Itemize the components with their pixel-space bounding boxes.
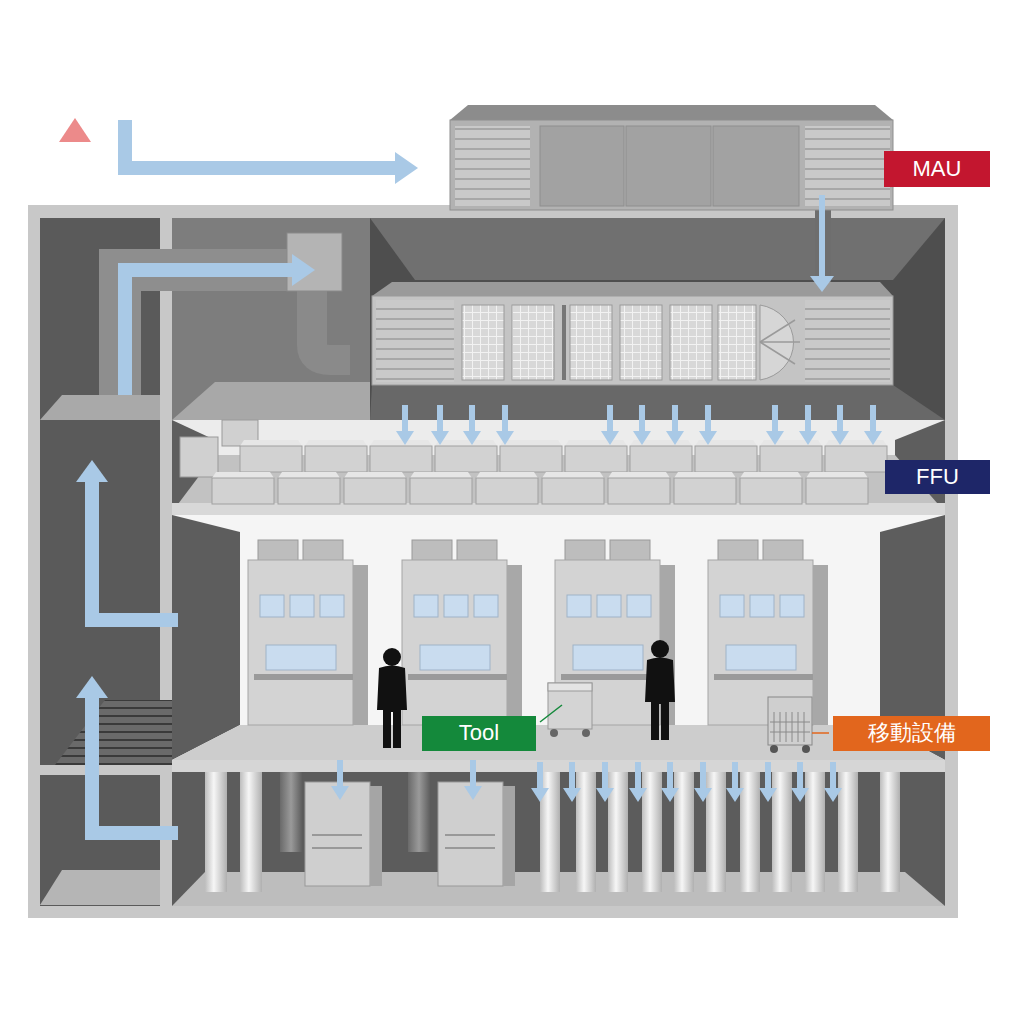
side-wall <box>172 515 240 760</box>
airflow-arrows <box>59 118 882 833</box>
floor-grating <box>55 700 175 765</box>
label-text: MAU <box>913 157 962 181</box>
air-handling-unit <box>372 282 893 385</box>
raised-floor <box>172 725 945 760</box>
plenum-floor <box>370 385 945 420</box>
shaft-slab <box>40 765 160 775</box>
label-text: 移動設備 <box>868 721 956 745</box>
person <box>377 648 407 748</box>
leader-line <box>812 732 829 734</box>
ffu-level <box>172 420 945 512</box>
plenum-ceiling <box>370 218 945 280</box>
mobile-equipment <box>768 697 812 753</box>
shaft-slab <box>40 395 160 420</box>
ffu-array <box>212 440 887 504</box>
cleanroom <box>172 515 945 760</box>
return-duct <box>120 270 300 395</box>
ceiling-slab <box>172 503 945 515</box>
callout-label: FFU <box>885 460 990 494</box>
label-text: FFU <box>916 465 959 489</box>
process-tools <box>248 540 828 725</box>
plenum-floor <box>172 382 370 420</box>
control-box <box>180 437 218 477</box>
building-frame <box>28 205 958 918</box>
callout-label: Tool <box>422 716 536 751</box>
callout-label: MAU <box>884 151 990 187</box>
floor-slab <box>172 760 945 772</box>
shaft-floor <box>40 870 160 905</box>
mau-unit <box>450 105 893 210</box>
leader-line <box>540 705 562 722</box>
label-text: Tool <box>459 721 499 745</box>
callout-label: 移動設備 <box>833 716 990 751</box>
plenum-wall <box>172 218 370 420</box>
vacuum-pumps <box>305 782 515 886</box>
duct-pipe <box>312 291 350 360</box>
person <box>645 640 675 740</box>
plenum-space <box>370 218 945 420</box>
duct-box <box>287 233 342 291</box>
